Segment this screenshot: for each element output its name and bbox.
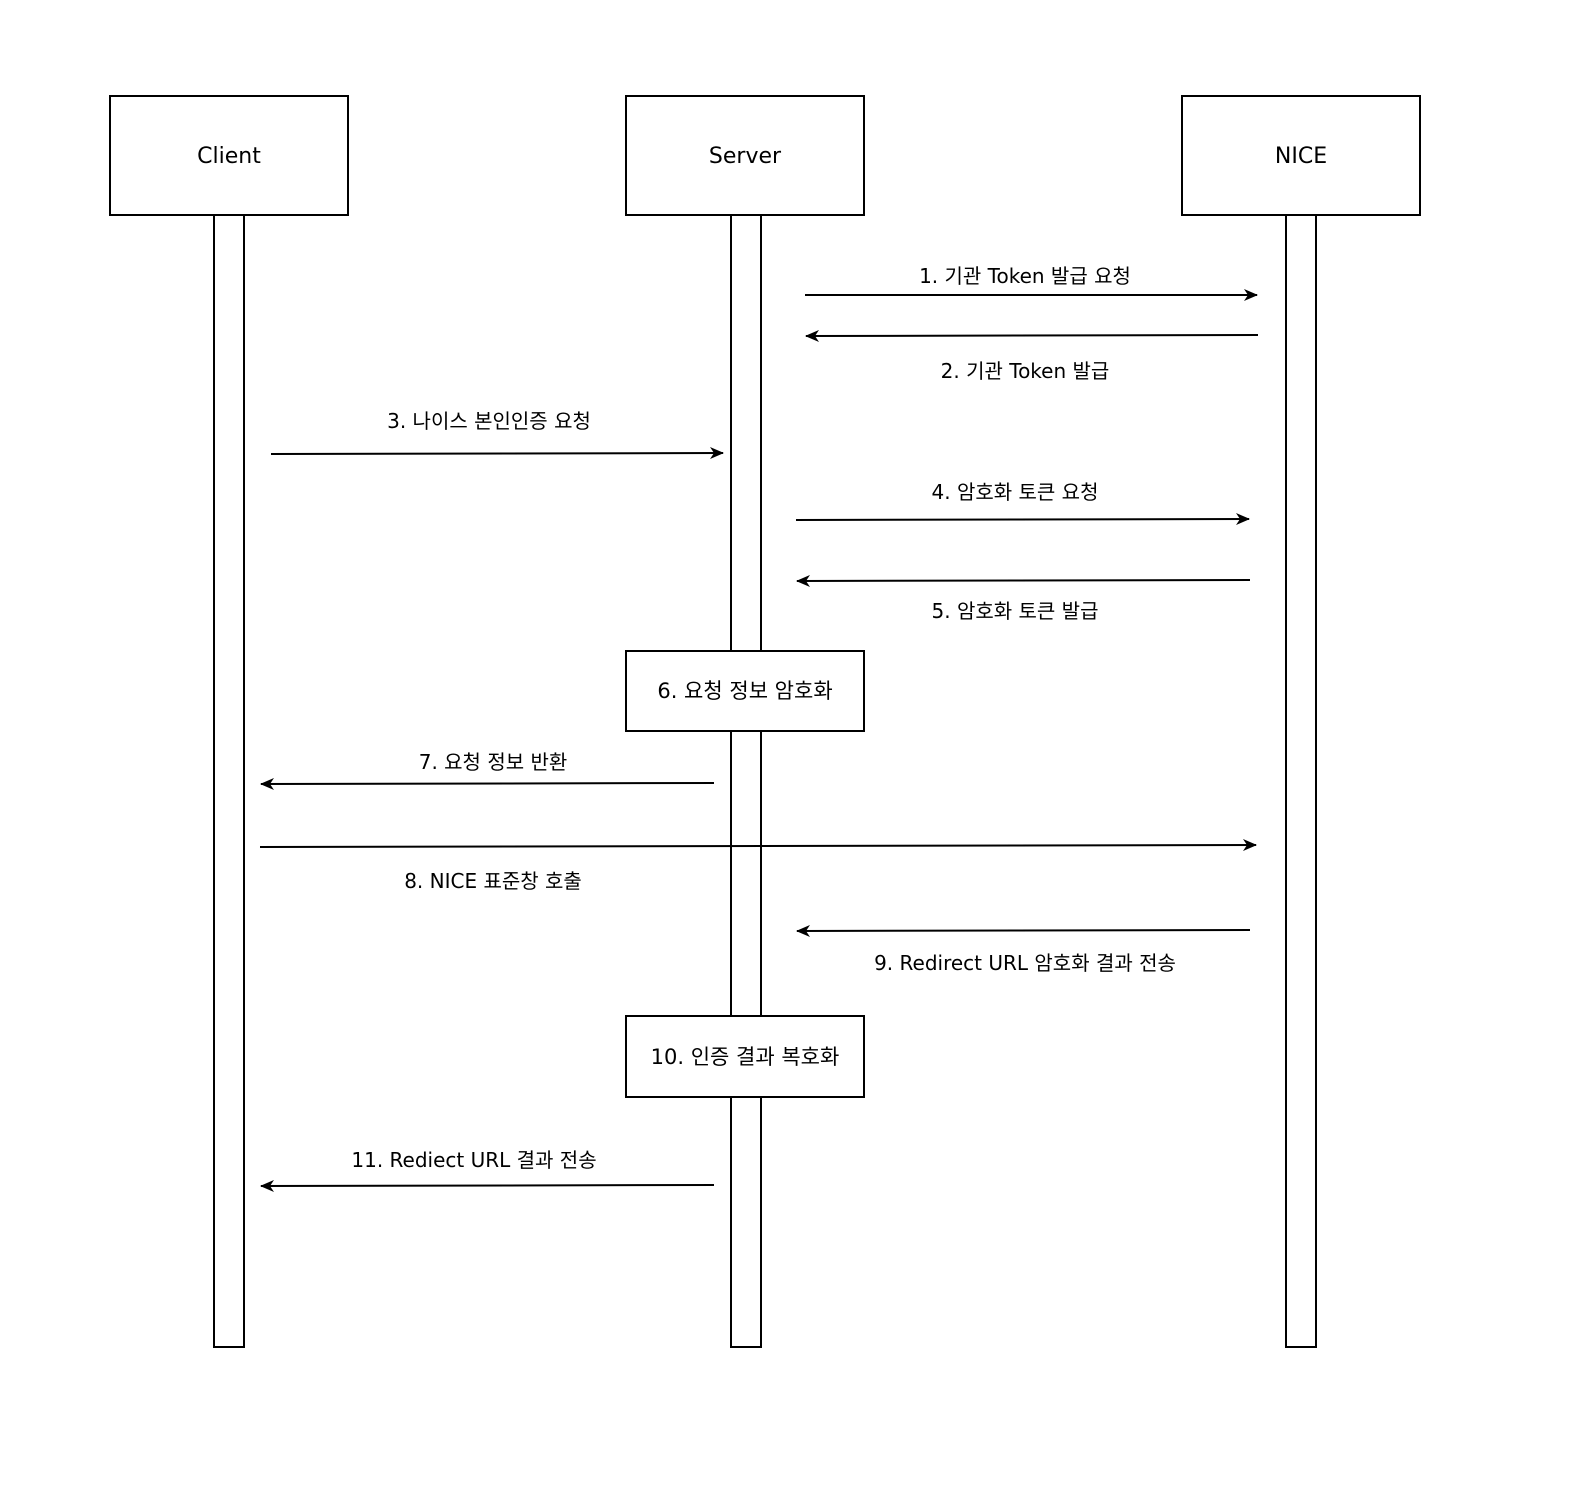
message-8-label: 8. NICE 표준창 호출 <box>404 869 582 893</box>
actor-server: Server <box>625 95 865 216</box>
message-11: 11. Rediect URL 결과 전송 <box>260 1148 715 1192</box>
process-6: 6. 요청 정보 암호화 <box>625 650 865 732</box>
actor-client: Client <box>109 95 349 216</box>
message-2-label: 2. 기관 Token 발급 <box>941 359 1110 383</box>
message-11-label: 11. Rediect URL 결과 전송 <box>351 1148 596 1172</box>
message-1-label: 1. 기관 Token 발급 요청 <box>919 264 1131 288</box>
message-9: 9. Redirect URL 암호화 결과 전송 <box>796 924 1251 975</box>
message-4-label: 4. 암호화 토큰 요청 <box>932 480 1099 504</box>
message-4: 4. 암호화 토큰 요청 <box>795 480 1250 526</box>
message-9-label: 9. Redirect URL 암호화 결과 전송 <box>874 951 1176 975</box>
message-5-label: 5. 암호화 토큰 발급 <box>932 599 1099 623</box>
lifeline-server <box>730 214 762 1348</box>
actor-nice-label: NICE <box>1275 144 1327 169</box>
message-8: 8. NICE 표준창 호출 <box>259 839 1257 893</box>
lifeline-client <box>213 214 245 1348</box>
actor-nice: NICE <box>1181 95 1421 216</box>
actor-client-label: Client <box>197 144 261 169</box>
process-6-label: 6. 요청 정보 암호화 <box>657 679 832 703</box>
message-2: 2. 기관 Token 발급 <box>805 329 1259 383</box>
message-1: 1. 기관 Token 발급 요청 <box>805 264 1258 301</box>
lifeline-nice <box>1285 214 1317 1348</box>
message-5: 5. 암호화 토큰 발급 <box>796 574 1251 623</box>
actor-server-label: Server <box>709 144 782 169</box>
message-3-label: 3. 나이스 본인인증 요청 <box>387 409 591 433</box>
message-7: 7. 요청 정보 반환 <box>260 750 715 790</box>
message-7-label: 7. 요청 정보 반환 <box>419 750 568 774</box>
message-3: 3. 나이스 본인인증 요청 <box>270 409 724 460</box>
process-10-label: 10. 인증 결과 복호화 <box>651 1045 840 1069</box>
process-10: 10. 인증 결과 복호화 <box>625 1015 865 1098</box>
